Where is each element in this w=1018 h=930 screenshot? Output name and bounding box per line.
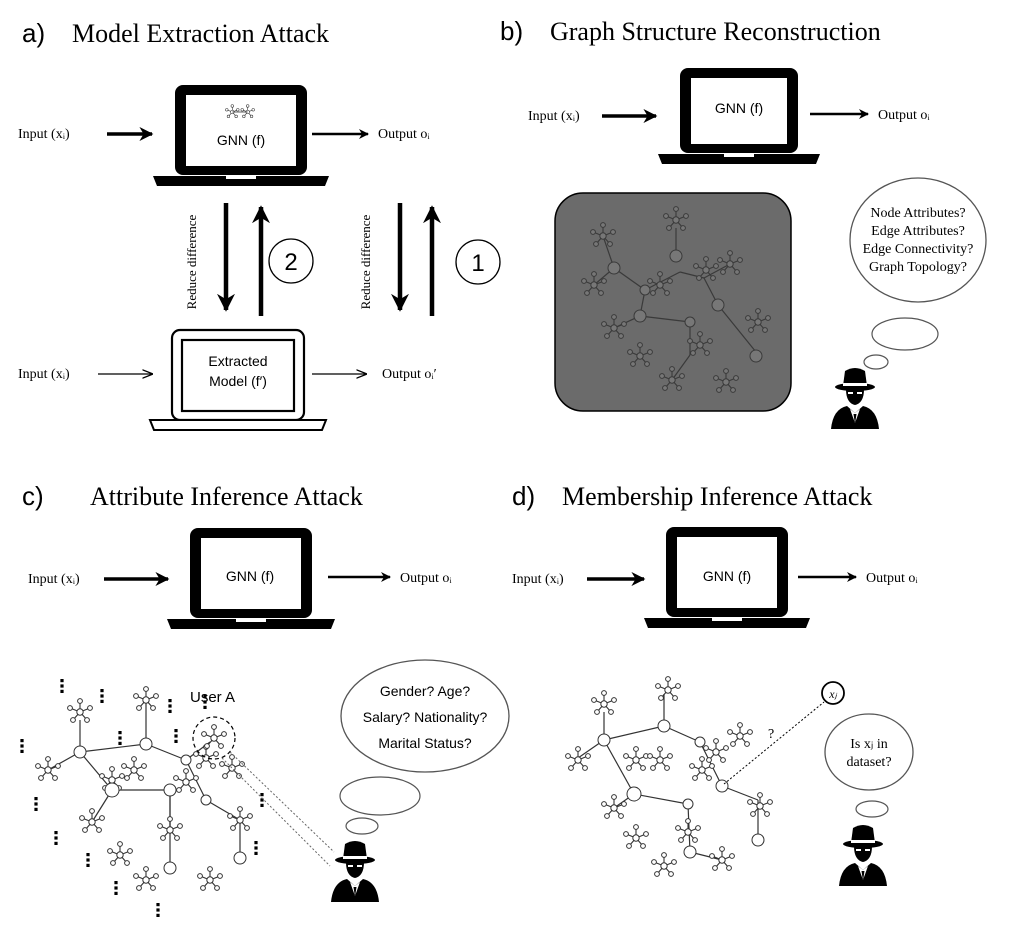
- user-a-label: User A: [190, 689, 235, 706]
- input-label: Input (xᵢ): [512, 572, 564, 587]
- thought-bubble-tiny: [863, 354, 889, 370]
- gnn-laptop-icon: [153, 85, 329, 186]
- gnn-label: GNN (f): [217, 132, 265, 148]
- step-1-label: 1: [471, 250, 484, 277]
- panel-c-letter: c): [22, 481, 44, 511]
- thought-bubble-tiny: [345, 817, 379, 835]
- output-label: Output oᵢ: [866, 571, 918, 586]
- thought-bubble-small: [855, 800, 889, 818]
- target-node-xj-label: xⱼ: [828, 687, 837, 701]
- thought-bubble-small: [871, 317, 939, 351]
- question-salary-nationality: Salary? Nationality?: [363, 709, 488, 725]
- target-node-xj: [821, 681, 845, 705]
- membership-question-mark: ?: [768, 727, 774, 742]
- input-label-bottom: Input (xᵢ): [18, 367, 70, 382]
- gnn-label: GNN (f): [703, 568, 751, 584]
- extracted-line1: Extracted: [208, 353, 267, 369]
- thought-bubble: [340, 659, 510, 773]
- reduce-difference-right: Reduce difference: [358, 214, 373, 309]
- hidden-graph-box: [554, 192, 792, 412]
- gnn-laptop-icon: [658, 68, 820, 164]
- user-a-link-2: [221, 757, 331, 867]
- gnn-label: GNN (f): [715, 100, 763, 116]
- social-graph: [35, 686, 253, 891]
- question-marital-status: Marital Status?: [378, 735, 472, 751]
- input-label: Input (xᵢ): [28, 572, 80, 587]
- panel-b-title: Graph Structure Reconstruction: [550, 17, 881, 46]
- membership-question-line1: Is xⱼ in: [850, 737, 887, 752]
- reduce-difference-left: Reduce difference: [184, 214, 199, 309]
- thought-bubble: [849, 177, 987, 303]
- mini-graph-icon: [225, 104, 255, 119]
- panel-b-letter: b): [500, 16, 523, 46]
- membership-question-line2: dataset?: [846, 755, 891, 770]
- output-label-bottom: Output oᵢ′: [382, 367, 437, 382]
- membership-link: [723, 701, 825, 785]
- thought-bubble-small: [339, 776, 421, 816]
- panel-d-letter: d): [512, 481, 535, 511]
- panel-c: c) Attribute Inference Attack GNN (f) In…: [20, 481, 510, 917]
- hidden-graph: [581, 206, 771, 393]
- gnn-laptop-icon: [167, 528, 335, 629]
- question-gender-age: Gender? Age?: [380, 683, 471, 699]
- extracted-laptop-icon: [148, 328, 328, 431]
- social-graph: [565, 676, 773, 877]
- question-node-attributes: Node Attributes?: [870, 206, 965, 221]
- gnn-laptop-icon: [644, 527, 810, 628]
- question-edge-attributes: Edge Attributes?: [871, 224, 965, 239]
- user-a-link-1: [229, 751, 335, 853]
- output-label: Output oᵢ: [400, 571, 452, 586]
- step-2-label: 2: [284, 249, 297, 276]
- input-label-top: Input (xᵢ): [18, 127, 70, 142]
- ellipsis-dots: [20, 679, 264, 917]
- extracted-line2: Model (f′): [209, 373, 267, 389]
- user-a-highlight: [192, 716, 236, 760]
- question-graph-topology: Graph Topology?: [869, 260, 967, 275]
- thought-bubble: [824, 713, 914, 791]
- step-2-circle: [268, 238, 314, 284]
- step-1-circle: [455, 239, 501, 285]
- input-label: Input (xᵢ): [528, 109, 580, 124]
- question-edge-connectivity: Edge Connectivity?: [863, 242, 974, 257]
- panel-a: a) Model Extraction Attack GNN (f) Input…: [18, 18, 501, 431]
- panel-c-title: Attribute Inference Attack: [90, 482, 363, 511]
- output-label-top: Output oᵢ: [378, 127, 430, 142]
- hacker-icon: [838, 824, 888, 887]
- panel-a-title: Model Extraction Attack: [72, 19, 329, 48]
- panel-a-letter: a): [22, 18, 45, 48]
- panel-d-title: Membership Inference Attack: [562, 482, 872, 511]
- hacker-icon: [330, 840, 380, 903]
- panel-b: b) Graph Structure Reconstruction GNN (f…: [500, 16, 987, 430]
- output-label: Output oᵢ: [878, 108, 930, 123]
- gnn-label: GNN (f): [226, 568, 274, 584]
- panel-d: d) Membership Inference Attack GNN (f) I…: [512, 481, 918, 887]
- hacker-icon: [830, 367, 880, 430]
